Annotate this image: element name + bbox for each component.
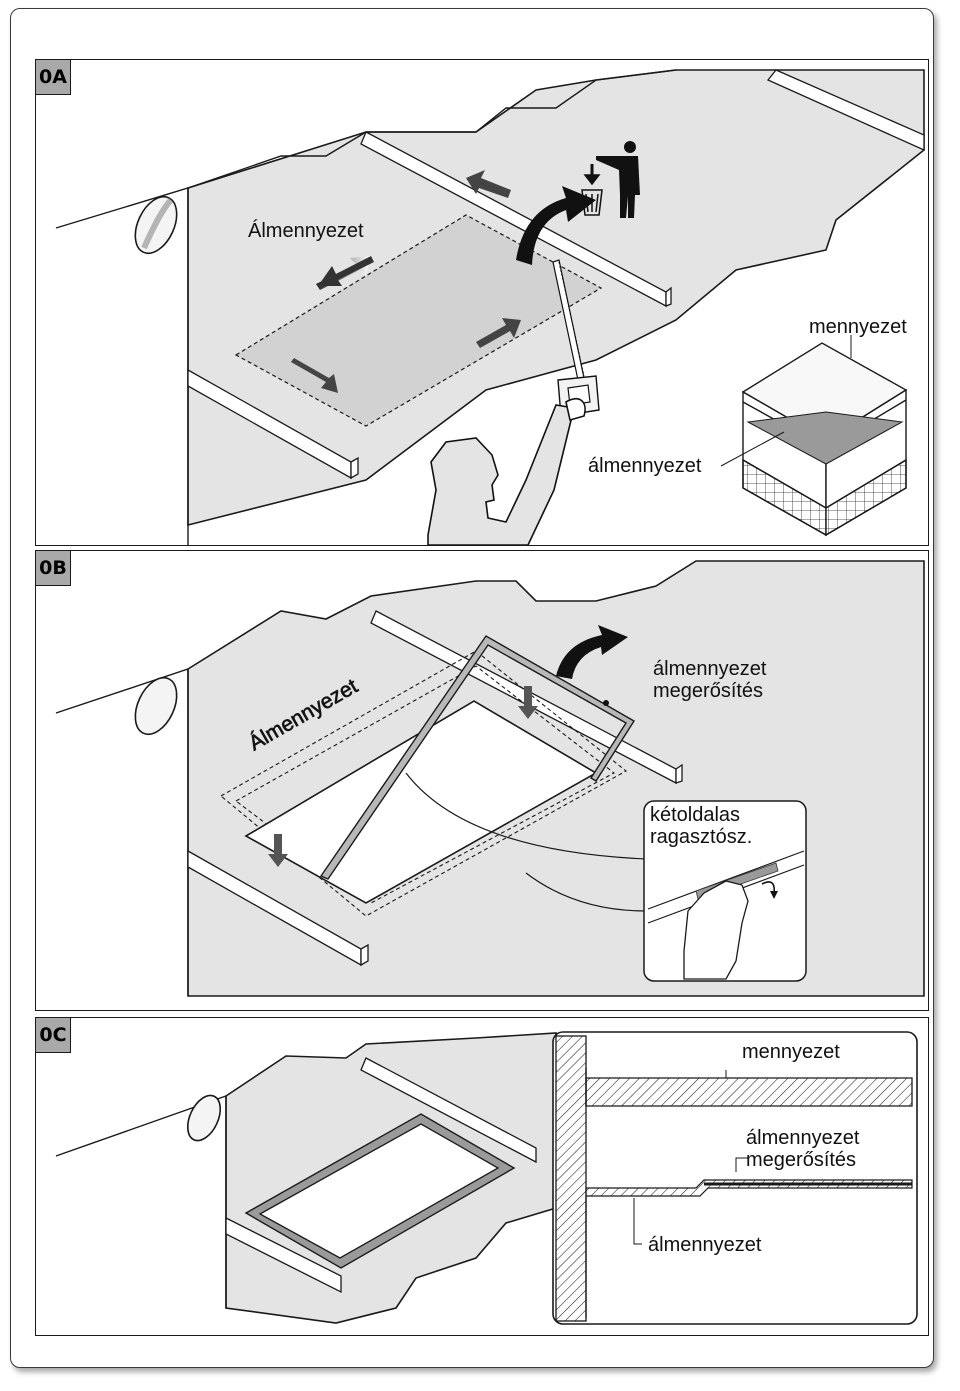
inset-top-label: mennyezet xyxy=(809,316,907,338)
arrow-icon xyxy=(518,686,538,719)
tape-label-line2: ragasztósz. xyxy=(650,826,752,848)
inset-bottom-label: álmennyezet xyxy=(588,455,702,477)
panel-0b-illustration: Álmennyezet álmennyezet megerősítés kéto… xyxy=(55,560,925,997)
ceiling-label: Álmennyezet xyxy=(248,219,364,242)
ceiling-edge xyxy=(55,668,189,996)
tape-inset xyxy=(643,800,807,982)
dashed-outline-inner xyxy=(234,665,616,904)
arrow-icon xyxy=(268,834,288,867)
panel-0a-illustration: Álmennyezet mennyezet álmennyezet xyxy=(55,69,925,545)
ceiling-edge xyxy=(55,1095,227,1308)
frame-label-line2: megerősítés xyxy=(653,680,763,702)
section-mid-label-line2: megerősítés xyxy=(746,1149,856,1171)
section-top-label: mennyezet xyxy=(742,1041,840,1063)
rail-top xyxy=(370,610,683,785)
cutout-area xyxy=(234,214,603,427)
worker-figure xyxy=(427,398,586,545)
direction-arrows xyxy=(291,170,521,393)
ceiling-edge xyxy=(55,187,189,545)
ceiling-inset-box xyxy=(741,342,908,537)
frame-label-line1: álmennyezet xyxy=(653,658,767,680)
panel-0c-illustration: mennyezet álmennyezet megerősítés álmenn… xyxy=(55,1031,918,1325)
hand-icon xyxy=(683,880,749,980)
step-tag: 0C xyxy=(36,1018,71,1053)
section-bottom-label: álmennyezet xyxy=(648,1234,762,1256)
reinforcement-frame xyxy=(319,635,635,880)
instruction-sheet: 0A xyxy=(10,8,934,1368)
panel-0a: 0A xyxy=(35,59,929,546)
rail-top xyxy=(360,1057,537,1164)
remove-arrow xyxy=(516,186,596,265)
section-view xyxy=(552,1031,918,1325)
person-pointing-icon xyxy=(596,141,640,218)
panel-0b: 0B xyxy=(35,550,929,1011)
rail-bottom xyxy=(187,849,369,967)
light-fixture xyxy=(134,676,178,736)
rail-bottom xyxy=(187,368,359,480)
ceiling-edge-top xyxy=(187,69,677,189)
lift-arrow xyxy=(556,625,628,679)
light-fixture xyxy=(186,1094,222,1142)
step-tag: 0B xyxy=(36,551,71,586)
recycle-bin-icon xyxy=(581,164,603,216)
dashed-outline-outer xyxy=(220,650,627,917)
rail-bottom xyxy=(225,1216,342,1294)
panel-0c: 0C xyxy=(35,1017,929,1336)
tape-label-line1: kétoldalas xyxy=(650,804,740,826)
led-panel xyxy=(258,1123,500,1259)
section-mid-label-line1: álmennyezet xyxy=(746,1127,860,1149)
step-tag: 0A xyxy=(36,60,71,95)
rail-top xyxy=(360,69,925,308)
